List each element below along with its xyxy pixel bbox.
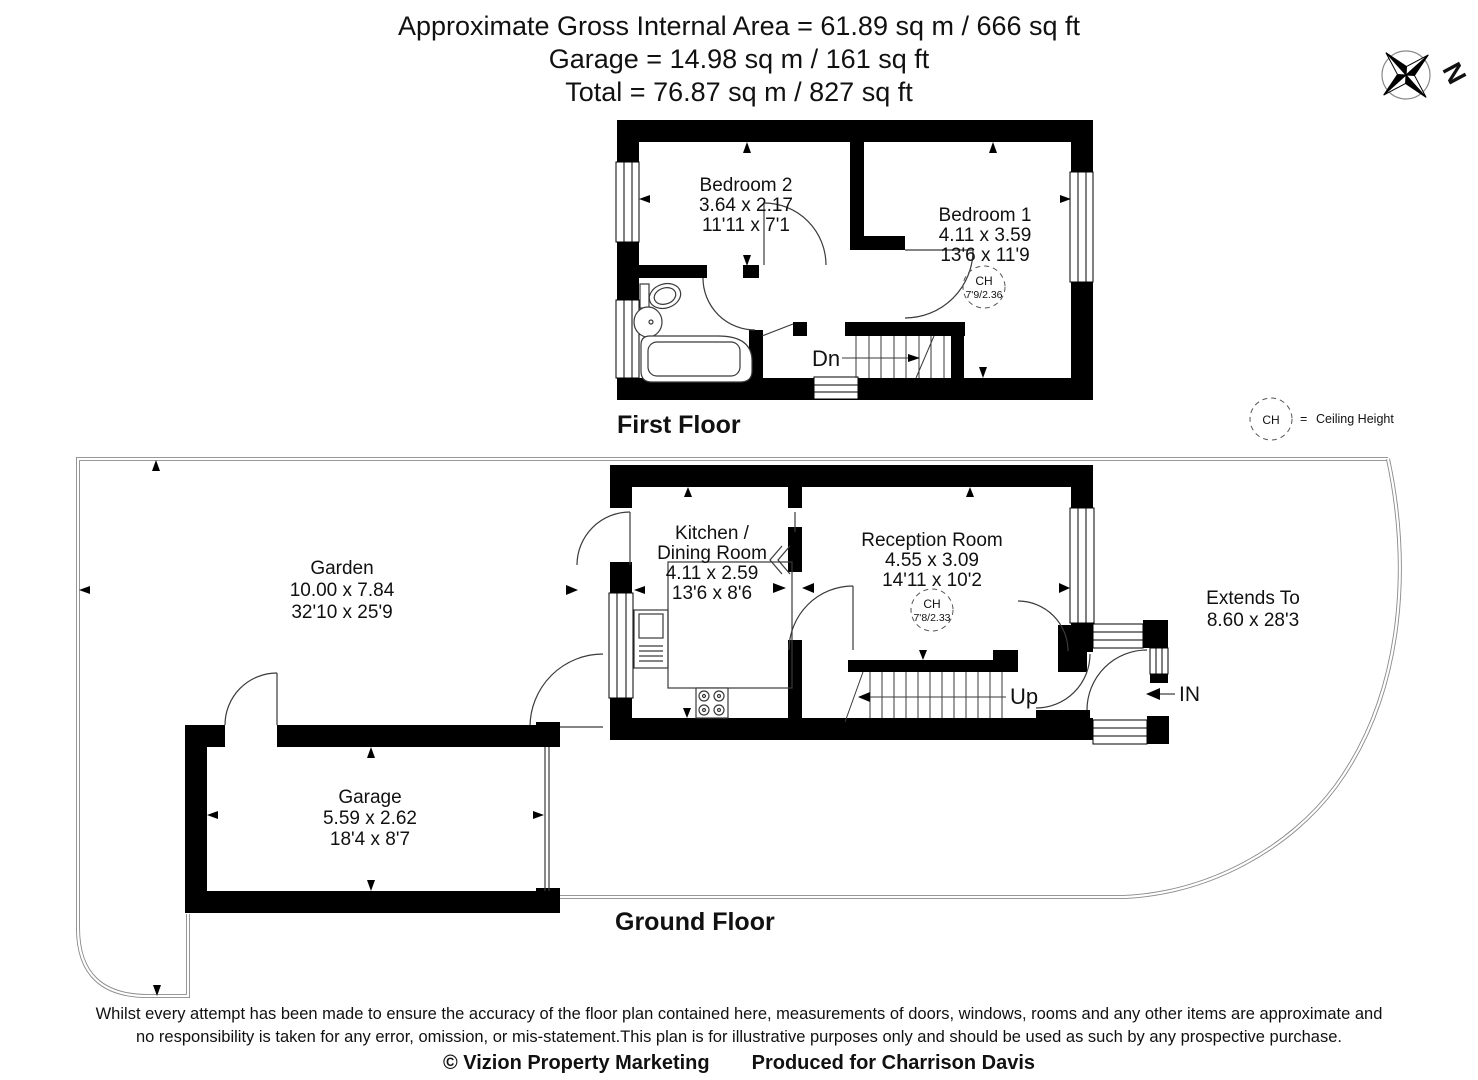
extends-to-line2: 8.60 x 28'3 bbox=[1207, 610, 1299, 631]
reception-ch-symbol: CH bbox=[923, 597, 940, 611]
house-windows bbox=[608, 507, 1095, 699]
marker-arrow bbox=[791, 497, 799, 508]
bedroom2-imperial: 11'11 x 7'1 bbox=[702, 215, 790, 236]
entrance-porch: IN bbox=[1035, 620, 1200, 745]
disclaimer-line2: no responsibility is taken for any error… bbox=[135, 1028, 1342, 1046]
marker-arrow bbox=[566, 585, 578, 595]
reception-name: Reception Room bbox=[861, 530, 1003, 551]
bedroom1-imperial: 13'6 x 11'9 bbox=[940, 245, 1029, 266]
window-icon bbox=[1092, 719, 1148, 745]
garden-metric: 10.00 x 7.84 bbox=[290, 580, 395, 601]
stairs-down-label: Dn bbox=[812, 346, 840, 371]
stairs-up-label: Up bbox=[1010, 684, 1038, 709]
extends-to-line1: Extends To bbox=[1206, 588, 1300, 609]
bedroom1-ch-value: 7'9/2.36 bbox=[965, 289, 1002, 301]
area-summary: Approximate Gross Internal Area = 61.89 … bbox=[0, 10, 1478, 109]
open-doorway-icon bbox=[769, 545, 791, 575]
stairs-down bbox=[842, 335, 945, 379]
first-floor-plan: Dn Bedroom 2 bbox=[615, 120, 1094, 439]
produced-for: Produced for Charrison Davis bbox=[751, 1052, 1036, 1074]
ground-floor-label: Ground Floor bbox=[615, 908, 775, 936]
first-floor-markers bbox=[639, 142, 1071, 378]
garage-structure: Garage 5.59 x 2.62 18'4 x 8'7 bbox=[185, 672, 560, 913]
entrance-label: IN bbox=[1179, 683, 1200, 706]
legend-equals: = bbox=[1300, 412, 1307, 426]
gross-internal-area: Approximate Gross Internal Area = 61.89 … bbox=[397, 11, 1081, 41]
garden-name: Garden bbox=[310, 558, 373, 579]
disclaimer-line1: Whilst every attempt has been made to en… bbox=[95, 1005, 1383, 1023]
window-icon bbox=[615, 161, 640, 243]
stairs-up-arrow bbox=[858, 692, 870, 702]
ch-circle-icon bbox=[1249, 397, 1293, 441]
garden-boundary bbox=[76, 457, 1402, 999]
ground-floor-plan: Up IN bbox=[185, 465, 1300, 936]
sink-icon bbox=[633, 306, 663, 338]
kitchen-name-line1: Kitchen / bbox=[675, 523, 750, 544]
window-icon bbox=[1069, 171, 1094, 283]
garage-name: Garage bbox=[338, 787, 401, 808]
garage-metric: 5.59 x 2.62 bbox=[323, 808, 417, 829]
window-icon bbox=[615, 299, 640, 379]
bedroom1-ceiling-height: CH 7'9/2.36 bbox=[962, 265, 1006, 309]
bedroom2-metric: 3.64 x 2.17 bbox=[699, 195, 793, 216]
kitchen-metric: 4.11 x 2.59 bbox=[666, 563, 759, 584]
first-floor-windows bbox=[615, 161, 1094, 400]
stove-icon bbox=[695, 687, 729, 719]
first-floor-walls bbox=[617, 120, 1093, 400]
entrance-arrow-icon bbox=[1146, 688, 1160, 700]
copyright-vizion: © Vizion Property Marketing bbox=[442, 1052, 710, 1074]
bedroom1-ch-symbol: CH bbox=[975, 274, 992, 288]
first-floor-label: First Floor bbox=[617, 411, 741, 439]
garden-imperial: 32'10 x 25'9 bbox=[291, 602, 392, 623]
reception-ceiling-height: CH 7'8/2.33 bbox=[910, 588, 954, 632]
legend-ch-text: Ceiling Height bbox=[1316, 412, 1394, 426]
first-floor-doors bbox=[702, 202, 974, 337]
house-doors bbox=[529, 511, 1069, 728]
bedroom1-name: Bedroom 1 bbox=[939, 205, 1032, 226]
stairs-up bbox=[844, 671, 1006, 723]
garage-imperial: 18'4 x 8'7 bbox=[330, 829, 410, 850]
reception-imperial: 14'11 x 10'2 bbox=[882, 570, 982, 591]
bathroom-fixtures bbox=[633, 282, 753, 383]
window-icon bbox=[1069, 507, 1095, 624]
footer-disclaimer: Whilst every attempt has been made to en… bbox=[0, 1003, 1478, 1075]
bath-inner bbox=[647, 341, 741, 377]
bedroom1-metric: 4.11 x 3.59 bbox=[939, 225, 1032, 246]
copyright-line: © Vizion Property Marketing Produced for… bbox=[0, 1052, 1478, 1075]
reception-metric: 4.55 x 3.09 bbox=[885, 550, 979, 571]
marker-arrow bbox=[79, 586, 90, 594]
total-area: Total = 76.87 sq m / 827 sq ft bbox=[565, 77, 913, 107]
compass-north-label: N bbox=[1436, 58, 1472, 89]
kitchen-imperial: 13'6 x 8'6 bbox=[672, 583, 752, 604]
sink-unit-icon bbox=[633, 609, 669, 669]
window-icon bbox=[813, 376, 859, 400]
toilet-cistern-icon bbox=[639, 283, 650, 309]
bedroom2-name: Bedroom 2 bbox=[700, 175, 793, 196]
marker-arrow bbox=[153, 985, 161, 996]
kitchen-name-line2: Dining Room bbox=[657, 543, 767, 564]
window-icon bbox=[608, 592, 634, 699]
marker-arrow bbox=[152, 460, 160, 471]
stairs-down-arrow bbox=[908, 354, 920, 362]
reception-ch-value: 7'8/2.33 bbox=[913, 612, 950, 624]
garage-markers bbox=[207, 747, 544, 891]
window-icon bbox=[1092, 623, 1144, 649]
compass-rose-icon: N bbox=[1381, 50, 1472, 100]
legend-ch-symbol: CH bbox=[1262, 413, 1279, 427]
window-icon bbox=[1149, 647, 1169, 675]
ceiling-height-legend: CH = Ceiling Height bbox=[1249, 397, 1394, 441]
garage-area: Garage = 14.98 sq m / 161 sq ft bbox=[548, 44, 930, 74]
kitchen-units bbox=[633, 561, 793, 719]
ground-floor-markers bbox=[634, 487, 1070, 718]
